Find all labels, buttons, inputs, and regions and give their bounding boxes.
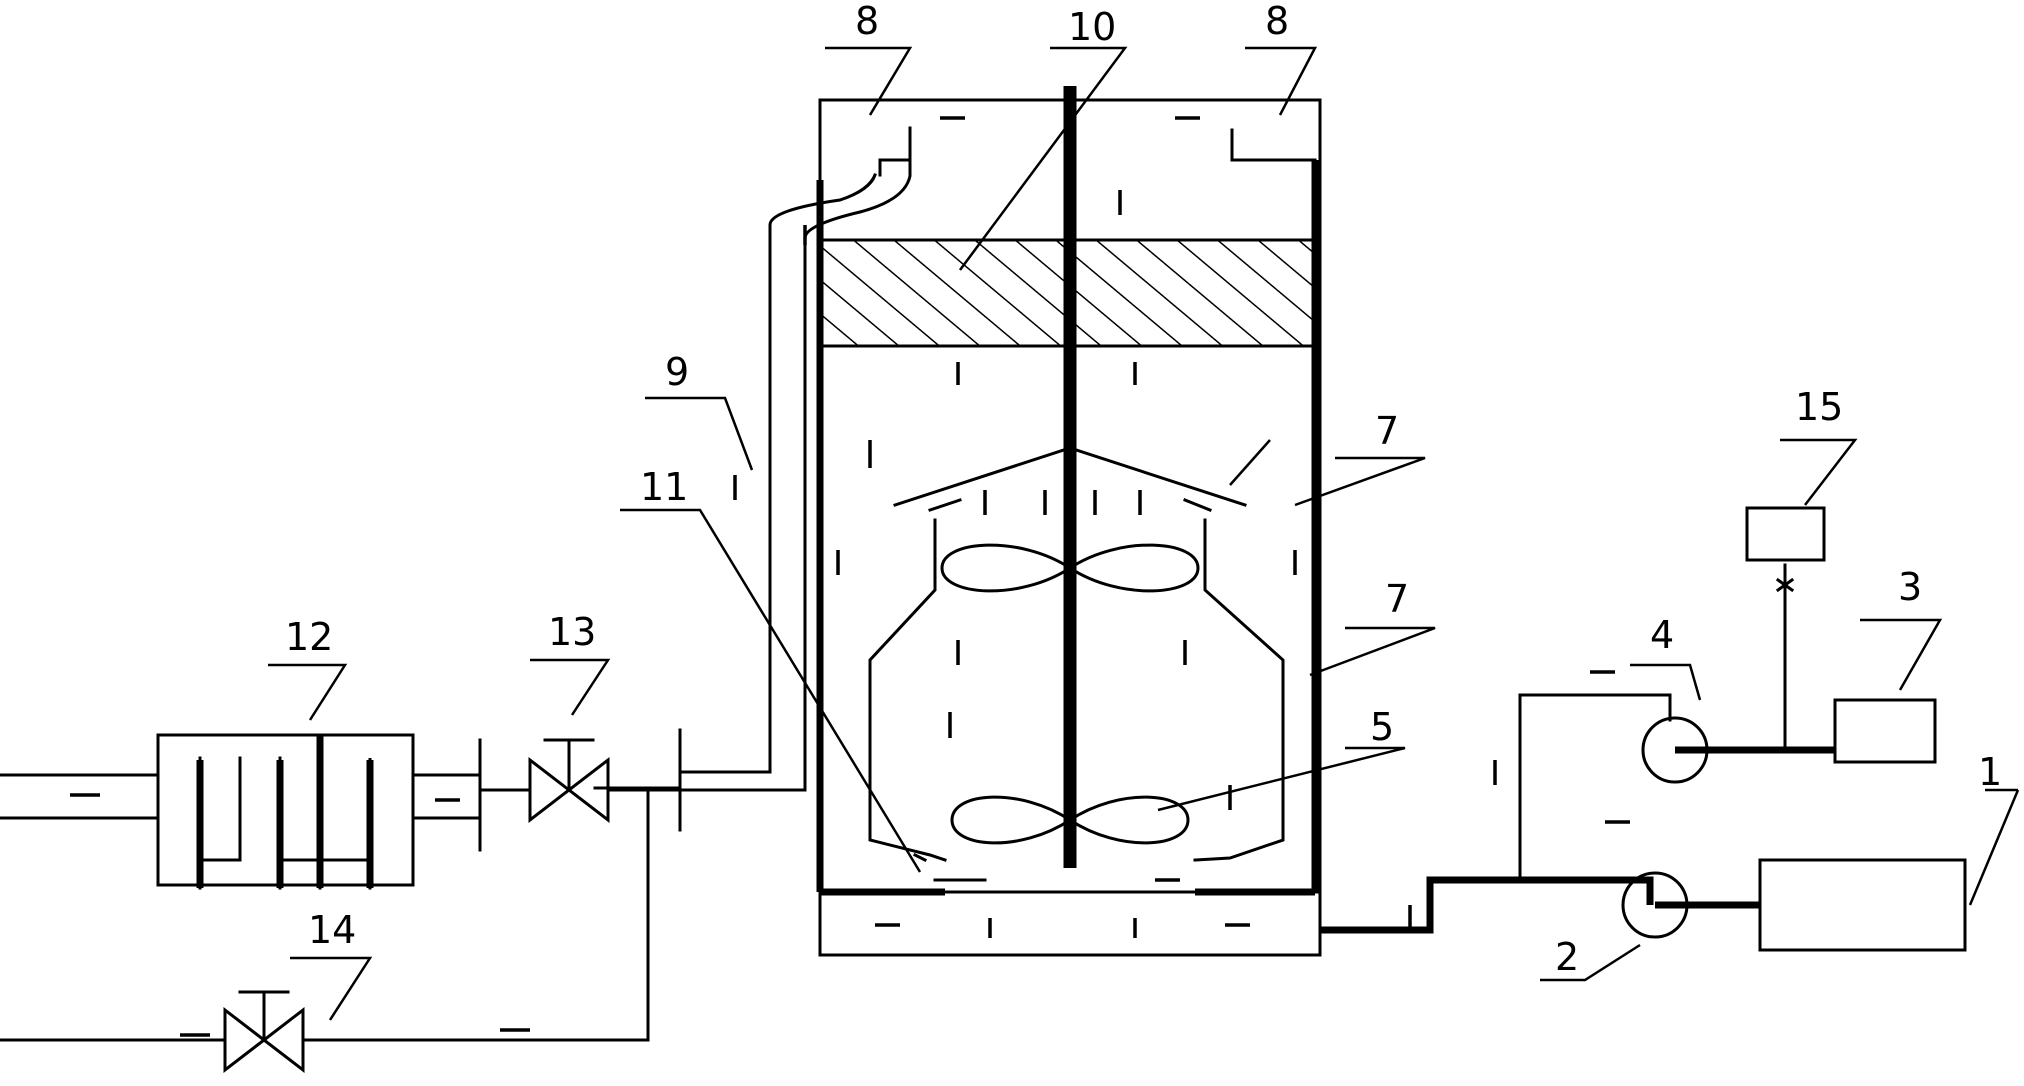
feed-system — [1320, 506, 1967, 952]
label-10: 10 — [1068, 5, 1116, 49]
tank-3 — [1833, 698, 1937, 764]
pump-4-line — [1518, 693, 1672, 882]
leader-8a — [825, 46, 913, 116]
leader-3 — [1860, 618, 1943, 691]
label-4: 4 — [1650, 613, 1674, 657]
leader-2 — [1540, 943, 1641, 982]
label-3: 3 — [1898, 565, 1922, 609]
leader-5 — [1157, 746, 1406, 812]
leader-14 — [290, 956, 373, 1021]
label-11: 11 — [640, 465, 688, 509]
leader-deflector — [1229, 439, 1271, 486]
leader-12 — [268, 663, 348, 721]
outlet-pipe-outer — [678, 126, 912, 792]
feed-line — [1320, 876, 1654, 934]
heat-exchanger-shell — [156, 733, 415, 887]
leader-lines — [268, 46, 2020, 1021]
dosing-tank-15 — [1745, 506, 1826, 562]
overflow-weir-right — [1230, 128, 1317, 162]
label-1: 1 — [1978, 750, 2002, 794]
heat-exchanger-tubes — [198, 733, 372, 890]
leader-1 — [1968, 788, 2020, 906]
label-8b: 8 — [1265, 0, 1289, 43]
valve-14[interactable] — [0, 788, 650, 1074]
draft-tube-right — [1193, 518, 1285, 862]
label-12: 12 — [285, 615, 333, 659]
draft-tube — [868, 446, 1285, 862]
label-14: 14 — [308, 908, 356, 952]
bypass-pipe-return — [301, 788, 650, 1042]
leader-11 — [620, 508, 922, 873]
deflector-tips — [928, 498, 1212, 512]
valve-14-body[interactable] — [223, 1006, 305, 1074]
leader-9 — [645, 396, 754, 471]
internal-feed-pipe — [912, 852, 987, 882]
upper-impeller — [940, 543, 1200, 593]
flow-marks — [70, 116, 1630, 1037]
deflector-cone — [893, 446, 1247, 507]
label-7b: 7 — [1385, 577, 1409, 621]
leader-7a — [1294, 456, 1426, 507]
lower-impeller — [950, 795, 1190, 845]
valve-13-body[interactable] — [528, 756, 610, 824]
label-13: 13 — [548, 610, 596, 654]
tank-1 — [1758, 858, 1967, 952]
label-9: 9 — [665, 350, 689, 394]
leader-13 — [530, 658, 611, 716]
leader-7b — [1309, 626, 1436, 677]
label-5: 5 — [1370, 705, 1394, 749]
heat-exchanger — [0, 733, 482, 890]
outlet-pipe-inner — [678, 173, 877, 774]
dosing-valve[interactable] — [1775, 577, 1795, 593]
leader-8b — [1245, 46, 1318, 116]
label-15: 15 — [1795, 385, 1843, 429]
label-7a: 7 — [1375, 409, 1399, 453]
callout-labels: 1 2 3 4 5 7 7 8 8 9 10 11 12 13 14 15 — [285, 0, 2002, 979]
leader-4 — [1630, 663, 1702, 701]
label-2: 2 — [1555, 935, 1579, 979]
label-8a: 8 — [855, 0, 879, 43]
leader-10 — [958, 46, 1128, 271]
draft-tube-left — [868, 518, 947, 862]
overflow-weir-left — [878, 128, 912, 177]
valve-13[interactable] — [478, 738, 682, 824]
leader-15 — [1780, 438, 1858, 506]
